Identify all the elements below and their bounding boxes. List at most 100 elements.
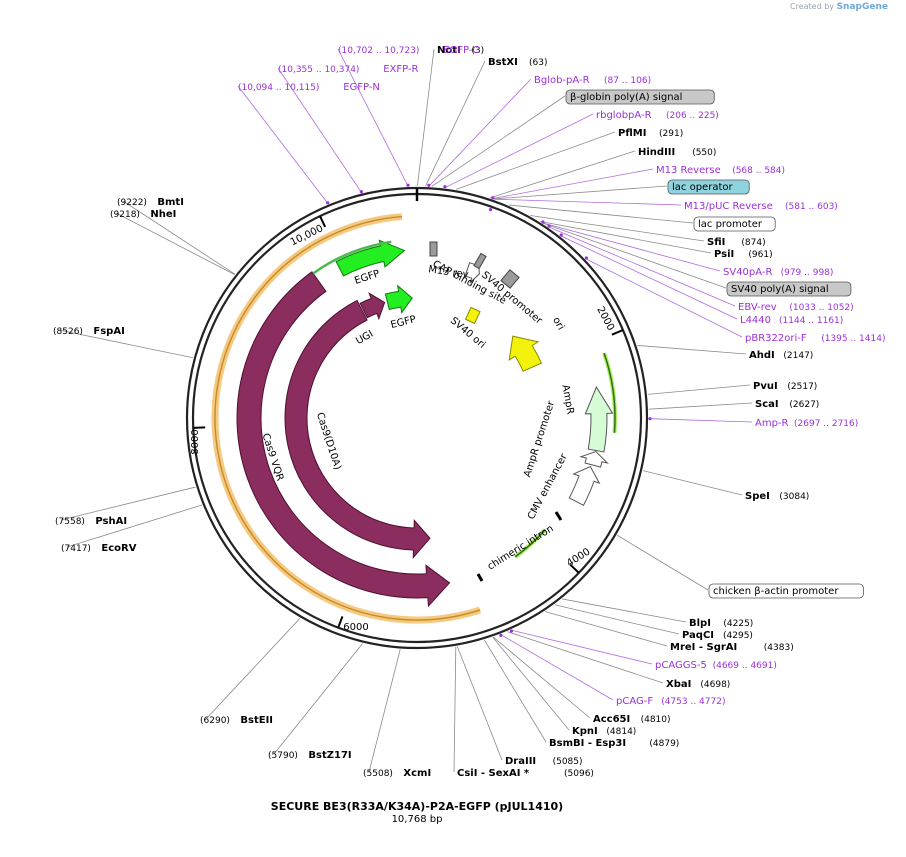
label-name: NheI bbox=[150, 209, 176, 220]
label-position: (206 .. 225) bbox=[666, 111, 719, 121]
map-label[interactable]: (6290)BstEII bbox=[200, 715, 273, 726]
cas9-d10a-arrow[interactable] bbox=[284, 299, 431, 560]
map-label[interactable]: lac operator bbox=[667, 179, 750, 195]
map-label[interactable]: (7417) EcoRV bbox=[61, 543, 137, 554]
label-position: (4698) bbox=[700, 680, 730, 690]
map-label[interactable]: β-globin poly(A) signal bbox=[565, 89, 715, 105]
map-label[interactable]: L4440(1144 .. 1161) bbox=[740, 315, 843, 326]
map-label[interactable]: Amp-R(2697 .. 2716) bbox=[755, 418, 858, 429]
map-label[interactable]: Acc65I(4810) bbox=[593, 714, 671, 725]
credit-brand: SnapGene bbox=[836, 2, 888, 12]
primer-mark bbox=[326, 201, 330, 205]
map-label[interactable]: (10,094 .. 10,115)EGFP-N bbox=[238, 82, 380, 93]
label-name: KpnI bbox=[572, 726, 598, 737]
label-name: Bglob-pA-R bbox=[534, 75, 590, 86]
map-label[interactable]: (9222)BmtI bbox=[117, 197, 184, 208]
primer-mark bbox=[427, 183, 431, 187]
ampr-promoter-arrow[interactable] bbox=[579, 451, 609, 468]
snapgene-credit: Created by SnapGene bbox=[790, 2, 888, 12]
label-text: chicken β-actin promoter bbox=[713, 586, 839, 597]
label-name: EcoRV bbox=[101, 543, 136, 554]
map-label[interactable]: CsiI - SexAI *(5096) bbox=[457, 768, 594, 779]
credit-prefix: Created by bbox=[790, 2, 835, 11]
map-label[interactable]: PvuI(2517) bbox=[753, 381, 817, 392]
map-label[interactable]: (5508)XcmI bbox=[363, 768, 431, 779]
feature-label: ori bbox=[550, 315, 566, 332]
map-label[interactable]: (7558)PshAI bbox=[55, 516, 127, 527]
map-label[interactable]: (9218)NheI bbox=[110, 209, 176, 220]
ori-arrow[interactable] bbox=[508, 335, 543, 372]
cmv-enhancer-arrow[interactable] bbox=[568, 465, 601, 507]
label-leader bbox=[544, 611, 668, 647]
cap-site-box[interactable] bbox=[473, 252, 487, 270]
label-position: (5508) bbox=[363, 769, 393, 779]
label-name: XbaI bbox=[666, 679, 691, 690]
label-leader bbox=[273, 643, 363, 755]
label-position: (4814) bbox=[606, 727, 636, 737]
map-label[interactable]: BstXI(63) bbox=[488, 57, 547, 68]
sv40-ori-box[interactable] bbox=[464, 306, 481, 325]
label-name: SV40pA-R bbox=[723, 267, 772, 278]
map-label[interactable]: (10,355 .. 10,374)EXFP-R bbox=[278, 64, 419, 75]
map-label[interactable]: SV40pA-R(979 .. 998) bbox=[723, 267, 833, 278]
m13-rev-box[interactable] bbox=[429, 241, 438, 257]
map-label[interactable]: AhdI(2147) bbox=[749, 350, 813, 361]
map-label[interactable]: M13/pUC Reverse(581 .. 603) bbox=[684, 201, 838, 212]
label-leader bbox=[205, 618, 301, 720]
primer-mark bbox=[488, 207, 493, 212]
map-label[interactable]: Bglob-pA-R(87 .. 106) bbox=[534, 75, 651, 86]
map-label[interactable]: chicken β-actin promoter bbox=[708, 583, 864, 599]
map-label[interactable]: SV40 poly(A) signal bbox=[726, 281, 852, 297]
map-label[interactable]: KpnI (4814) bbox=[572, 726, 636, 737]
label-position: (8526) bbox=[53, 327, 83, 337]
map-label[interactable]: lac promoter bbox=[693, 216, 776, 232]
map-label[interactable]: (10,702 .. 10,723)EGFP-C bbox=[338, 45, 479, 56]
label-position: (2147) bbox=[783, 351, 813, 361]
map-label[interactable]: BsmBI - Esp3I(4879) bbox=[549, 738, 679, 749]
label-leader bbox=[562, 598, 687, 623]
map-label[interactable]: PaqCI(4295) bbox=[682, 630, 753, 641]
cas9-vqr-arrow[interactable] bbox=[236, 271, 451, 608]
ugi-arrow[interactable] bbox=[359, 292, 386, 321]
label-name: SpeI bbox=[745, 491, 770, 502]
map-label[interactable]: BlpI(4225) bbox=[689, 618, 753, 629]
egfp-inner-arrow[interactable] bbox=[384, 284, 413, 315]
label-text: β-globin poly(A) signal bbox=[570, 92, 682, 103]
map-label[interactable]: XbaI (4698) bbox=[666, 679, 730, 690]
map-label[interactable]: NotI(3) bbox=[437, 45, 484, 56]
label-name: M13/pUC Reverse bbox=[684, 201, 773, 212]
egfp-outer-arrow[interactable] bbox=[335, 239, 406, 277]
sv40-polya-box[interactable] bbox=[500, 269, 520, 289]
map-label[interactable]: EBV-rev(1033 .. 1052) bbox=[738, 302, 854, 313]
map-label[interactable]: PflMI(291) bbox=[618, 128, 683, 139]
map-label[interactable]: pCAGGS-5(4669 .. 4691) bbox=[655, 660, 777, 671]
label-name: DraIII bbox=[505, 756, 536, 767]
map-label[interactable]: pBR322ori-F(1395 .. 1414) bbox=[745, 333, 885, 344]
label-position: (7417) bbox=[61, 544, 91, 554]
ampr-arrow[interactable] bbox=[584, 386, 614, 453]
map-label[interactable]: HindIII(550) bbox=[638, 147, 716, 158]
label-box bbox=[726, 281, 852, 297]
leader-lines bbox=[58, 48, 753, 773]
label-position: (1395 .. 1414) bbox=[821, 334, 885, 344]
map-label[interactable]: SpeI(3084) bbox=[745, 491, 809, 502]
map-label[interactable]: ScaI(2627) bbox=[755, 399, 819, 410]
primer-mark bbox=[559, 233, 563, 237]
map-label[interactable]: M13 Reverse(568 .. 584) bbox=[656, 165, 785, 176]
map-label[interactable]: PsiI(961) bbox=[714, 249, 773, 260]
label-leader bbox=[277, 67, 362, 193]
label-leader bbox=[368, 649, 401, 773]
map-label[interactable]: SfiI(874) bbox=[707, 237, 766, 248]
label-leader bbox=[490, 150, 636, 199]
map-label[interactable]: MreI - SgrAI(4383) bbox=[670, 642, 794, 653]
map-label[interactable]: pCAG-F(4753 .. 4772) bbox=[616, 696, 725, 707]
label-leader bbox=[500, 634, 614, 701]
map-label[interactable]: rbglobpA-R(206 .. 225) bbox=[596, 110, 719, 121]
ruler-tick bbox=[337, 616, 344, 629]
label-leader bbox=[616, 534, 709, 591]
map-label[interactable]: (5790)BstZ17I bbox=[268, 750, 352, 761]
label-name: pCAG-F bbox=[616, 696, 653, 707]
label-name: BstXI bbox=[488, 57, 518, 68]
map-label[interactable]: (8526)FspAI bbox=[53, 326, 125, 337]
map-label[interactable]: DraIII(5085) bbox=[505, 756, 583, 767]
